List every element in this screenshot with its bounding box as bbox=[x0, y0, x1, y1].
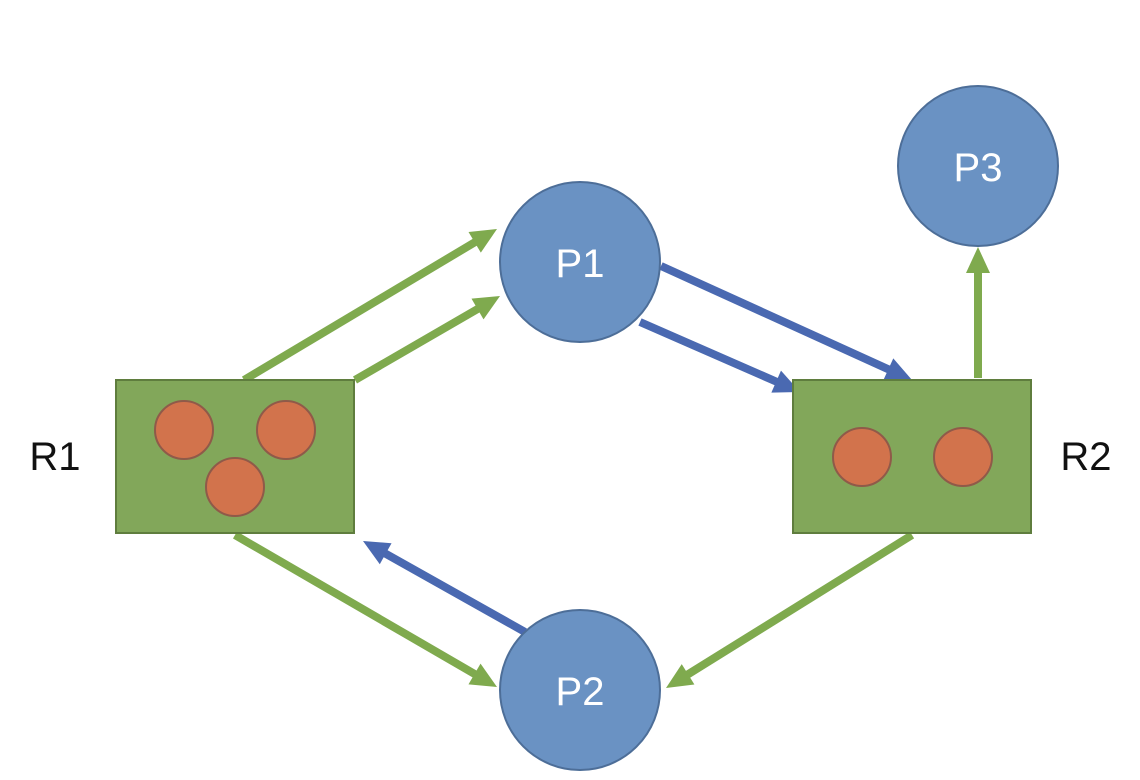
request-edge-p1-to-r2-shaft bbox=[659, 262, 892, 374]
assignment-edge-r1-to-p1-shaft bbox=[241, 237, 479, 384]
resource-r2-box bbox=[792, 379, 1032, 534]
request-edge-p1-to-r2 bbox=[659, 262, 912, 381]
resource-r1-instance-dot bbox=[205, 457, 265, 517]
assignment-edge-r2-to-p3-arrowhead bbox=[966, 247, 990, 273]
request-edge-p2-to-r1 bbox=[363, 541, 527, 636]
resource-r2-instances bbox=[832, 427, 993, 487]
assignment-edge-r1-to-p1-shaft bbox=[352, 304, 482, 384]
resource-r1-instance-dot bbox=[154, 400, 214, 460]
process-p3-circle bbox=[897, 85, 1059, 247]
process-p3-label: P3 bbox=[954, 146, 1003, 190]
request-edge-p1-to-r2 bbox=[638, 318, 800, 393]
assignment-edge-r1-to-p2 bbox=[232, 531, 497, 687]
request-edge-p2-to-r1-arrowhead bbox=[363, 541, 392, 565]
process-p2-circle bbox=[499, 609, 661, 771]
resource-r2 bbox=[792, 379, 1032, 534]
assignment-edge-r2-to-p2 bbox=[666, 531, 915, 688]
assignment-edge-r1-to-p2-shaft bbox=[232, 531, 479, 679]
assignment-edge-r1-to-p1-arrowhead bbox=[468, 229, 497, 253]
assignment-edge-r2-to-p3 bbox=[966, 247, 990, 378]
process-p1: P1 bbox=[499, 181, 661, 343]
assignment-edge-r1-to-p1 bbox=[352, 296, 500, 384]
resource-r1-instance-dot bbox=[256, 400, 316, 460]
resource-r2-label: R2 bbox=[1060, 435, 1111, 479]
process-p1-label: P1 bbox=[556, 242, 605, 286]
process-p3: P3 bbox=[897, 85, 1059, 247]
request-edge-p2-to-r1-shaft bbox=[381, 549, 527, 636]
process-p1-circle bbox=[499, 181, 661, 343]
assignment-edge-r2-to-p2-arrowhead bbox=[666, 664, 695, 688]
request-edge-p1-to-r2-shaft bbox=[638, 318, 780, 387]
request-edge-p1-to-r2-arrowhead bbox=[883, 358, 912, 381]
assignment-edge-r1-to-p2-arrowhead bbox=[468, 663, 497, 687]
resource-r1-label: R1 bbox=[29, 435, 80, 479]
edges-layer bbox=[232, 229, 990, 688]
process-p2-label: P2 bbox=[556, 670, 605, 714]
resource-r1-instances bbox=[154, 400, 316, 517]
assignment-edge-r2-to-p2-shaft bbox=[684, 531, 915, 679]
process-p2: P2 bbox=[499, 609, 661, 771]
assignment-edge-r1-to-p1 bbox=[241, 229, 497, 384]
assignment-edge-r1-to-p1-arrowhead bbox=[471, 296, 500, 320]
resource-r1 bbox=[115, 379, 355, 534]
resource-r2-instance-dot bbox=[933, 427, 993, 487]
resource-r2-instance-dot bbox=[832, 427, 892, 487]
